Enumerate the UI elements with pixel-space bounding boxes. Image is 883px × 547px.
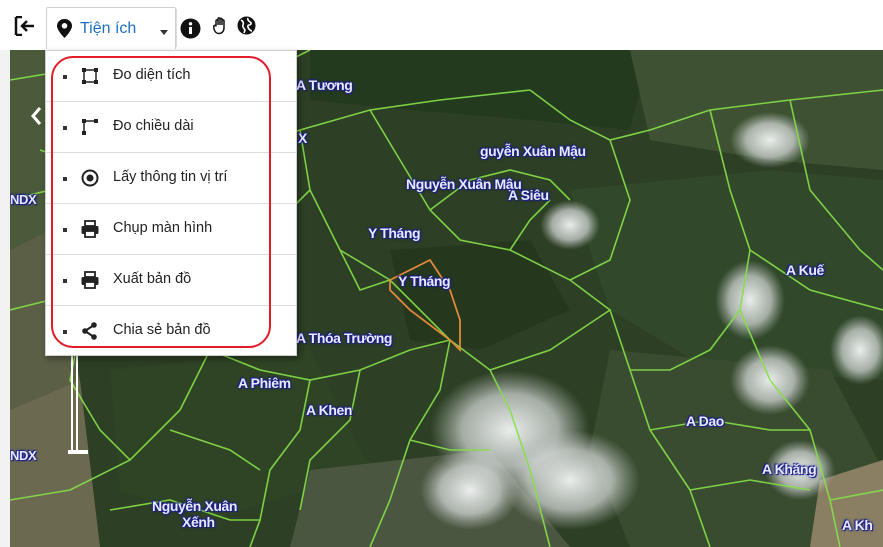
map-scale-bar [71, 355, 78, 450]
bullet [63, 75, 67, 79]
caret-down-icon [160, 30, 168, 35]
printer-icon [81, 271, 99, 289]
map-label: A Thóa Trường [296, 330, 393, 346]
utilities-dropdown-label: Tiện ích [80, 20, 137, 37]
bullet [63, 279, 67, 283]
map-label: guyễn Xuân Mậu [480, 143, 586, 159]
map-label: Nguyễn Xuân [152, 498, 238, 514]
map-label: NDX [10, 448, 37, 463]
menu-item-get-location-info[interactable]: Lấy thông tin vị trí [46, 153, 296, 204]
menu-item-screenshot[interactable]: Chụp màn hình [46, 204, 296, 255]
map-label: A Kh [842, 517, 873, 533]
menu-item-measure-length[interactable]: Đo chiều dài [46, 102, 296, 153]
share-icon [82, 322, 97, 340]
bullet [63, 177, 67, 181]
map-label: A Phiêm [238, 375, 291, 391]
map-pin-icon [57, 19, 72, 38]
map-label: Y Tháng [368, 225, 421, 241]
menu-item-measure-area[interactable]: Đo diện tích [46, 51, 296, 102]
map-label: A Dao [686, 413, 724, 429]
map-label: A Kuế [786, 262, 824, 278]
menu-item-share-map[interactable]: Chia sẻ bản đồ [46, 306, 296, 357]
map-label: A Khen [306, 402, 353, 418]
globe-icon[interactable] [237, 16, 256, 40]
measure-length-icon [82, 119, 98, 135]
map-label: A Tương [296, 77, 353, 93]
map-label: Xếnh [182, 514, 215, 530]
exit-icon[interactable] [14, 15, 36, 37]
target-icon [81, 169, 99, 187]
map-label: X [298, 130, 307, 146]
chevron-left-icon[interactable] [30, 106, 42, 131]
menu-item-label: Xuất bản đồ [113, 271, 192, 287]
map-scale-bar-base [68, 450, 88, 454]
map-label: Nguyễn Xuân Mậu [406, 176, 522, 192]
menu-item-label: Chụp màn hình [113, 220, 213, 236]
bullet [63, 330, 67, 334]
info-icon [180, 18, 201, 39]
bullet [63, 126, 67, 130]
utilities-dropdown[interactable]: Tiện ích [46, 7, 176, 49]
measure-area-icon [82, 68, 98, 84]
bullet [63, 228, 67, 232]
menu-item-label: Đo chiều dài [113, 118, 194, 134]
pan-hand-icon[interactable] [213, 17, 229, 40]
map-label: A Khăng [762, 461, 817, 477]
printer-icon [81, 220, 99, 238]
menu-item-export-map[interactable]: Xuất bản đồ [46, 255, 296, 306]
map-left-margin [0, 50, 10, 547]
info-button[interactable] [176, 9, 204, 47]
menu-item-label: Đo diện tích [113, 67, 191, 83]
menu-item-label: Chia sẻ bản đồ [113, 322, 211, 338]
top-toolbar: Tiện ích [0, 0, 883, 51]
map-label: NDX [10, 192, 37, 207]
map-label: A Siêu [508, 187, 549, 203]
utilities-menu: Đo diện tích Đo chiều dài Lấy thông tin … [45, 50, 297, 356]
map-label: Y Tháng [398, 273, 451, 289]
menu-item-label: Lấy thông tin vị trí [113, 169, 228, 185]
